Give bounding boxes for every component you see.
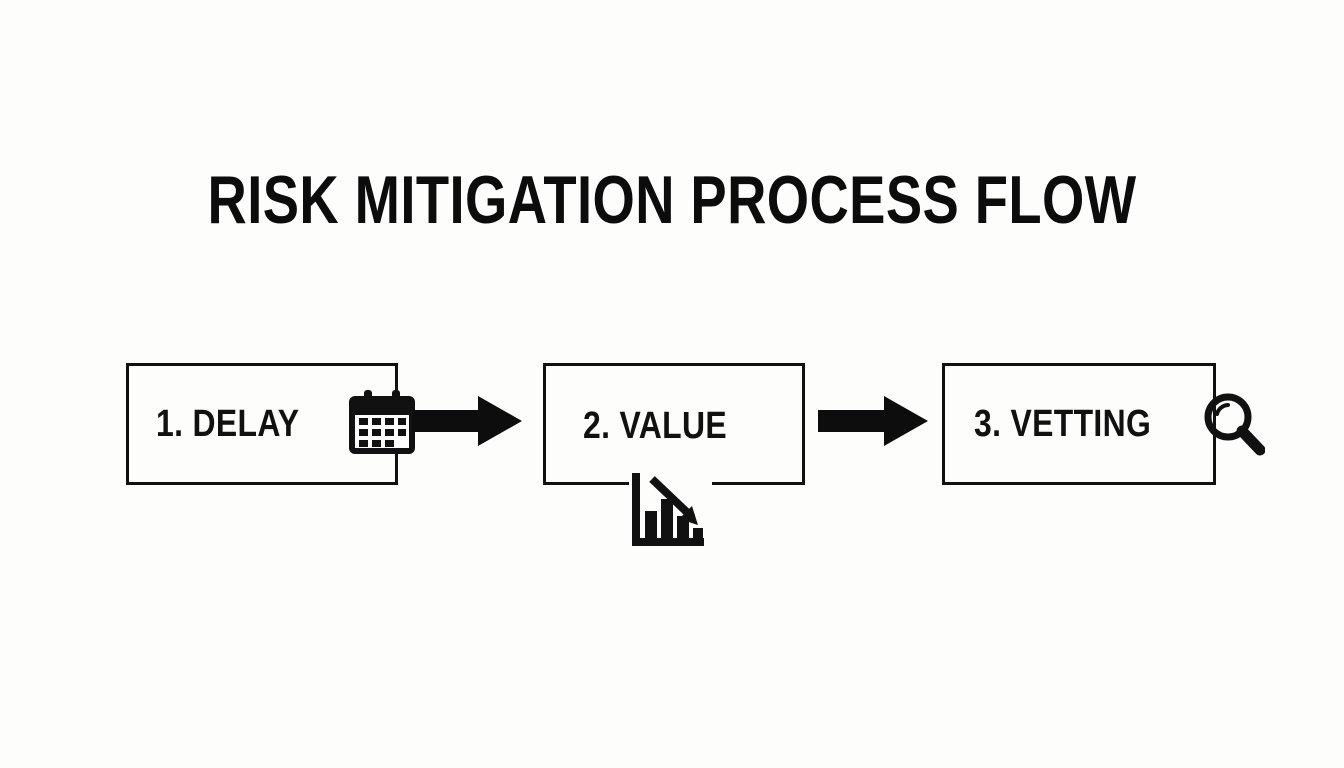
flow-step-2-border-stub-left [543,482,629,485]
page-title: RISK MITIGATION PROCESS FLOW [207,162,1137,238]
flow-step-1-content: 1. DELAY [129,366,422,482]
arrow-right-icon-1 [412,396,522,446]
flow-step-3-label: 3. VETTING [974,403,1152,445]
arrow-right-icon-2 [818,396,928,446]
flow-step-3-vetting[interactable]: 3. VETTING [942,363,1265,485]
flow-step-2-border-stub-right [712,482,805,485]
flow-step-2-label: 2. VALUE [583,404,727,447]
magnifying-glass-icon [1204,393,1265,456]
flow-step-1-label: 1. DELAY [156,403,300,445]
flow-step-3-content: 3. VETTING [945,366,1265,482]
calendar-icon [348,390,415,454]
flow-step-2-value[interactable]: 2. VALUE [543,363,805,485]
flow-step-1-delay[interactable]: 1. DELAY [126,363,415,485]
declining-bar-chart-icon [632,473,704,546]
flow-step-2-icon-wrap [626,473,708,554]
flow-step-2-content: 2. VALUE [546,366,839,485]
